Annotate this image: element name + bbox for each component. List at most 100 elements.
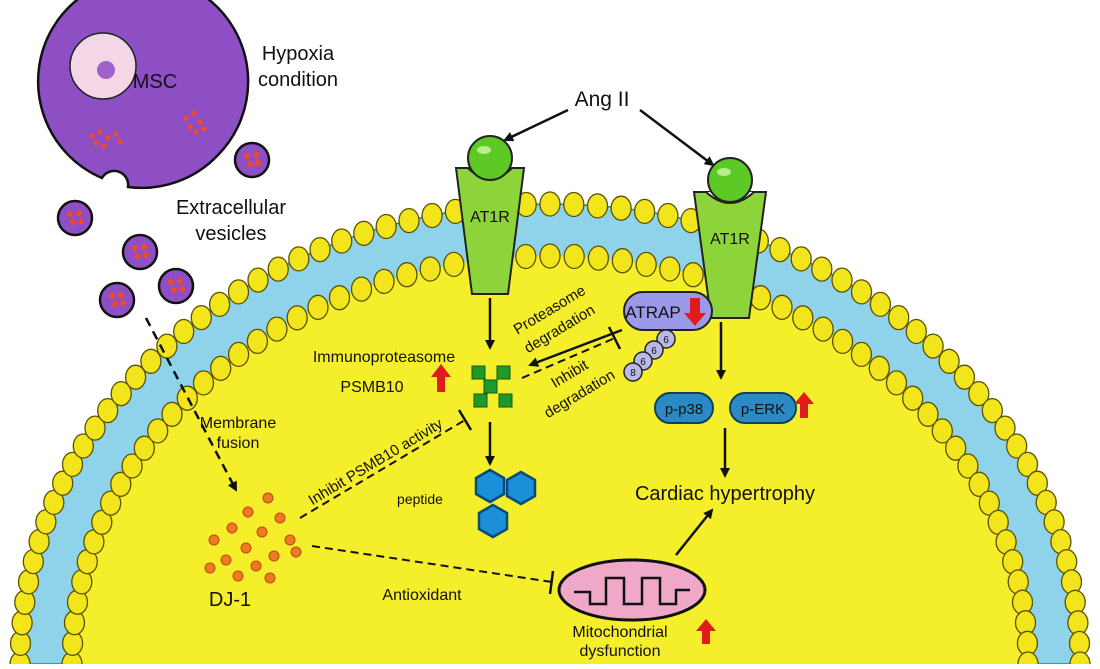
dj1-dots [204,492,302,584]
lipid-head [938,348,960,374]
ang-ii-label: Ang II [575,88,630,111]
lipid-head [227,279,250,305]
erk-box [729,392,797,424]
mito-label-1: Mitochondrial [572,624,667,641]
lipid-head [931,418,953,444]
arrow-atrap-to-proteasome [528,328,623,367]
lipid-head [133,435,155,461]
at1r-receptor-left [454,135,526,295]
lipid-head [682,262,704,288]
membrane-label: Membrane [200,415,277,432]
lipid-head [953,364,976,390]
lipid-head [994,415,1016,441]
lipid-head [52,470,74,496]
lipid-head [328,285,351,311]
lipid-head [657,202,679,229]
at1r-receptor-right [692,157,768,319]
inhibit-bar-psmb10 [457,409,473,431]
lipid-head [396,262,418,288]
lipid-head [790,246,812,272]
ubiquitin-bead-label: 6 [651,346,657,357]
lipid-head [968,380,990,407]
lipid-head [922,333,944,359]
lipid-head [373,268,395,295]
condition-label: condition [258,69,338,91]
lipid-head [307,294,329,320]
immunoproteasome-squares [471,365,513,408]
atrap-label: ATRAP [625,303,680,322]
lipid-head [97,397,119,424]
lipid-head [350,276,373,302]
lipid-head [811,256,833,282]
lipid-head [43,489,65,516]
hypoxia-label: Hypoxia [262,43,335,65]
msc-cell [36,0,250,190]
lipid-heads-inner [61,243,1039,669]
lipid-head [868,355,890,381]
lipid-head [161,401,183,427]
lipid-head [140,348,162,374]
lipid-head [850,341,873,368]
lipid-head [210,355,232,381]
inhibit-line-degradation [521,337,616,379]
lipid-head [902,385,924,411]
lipid-head [885,370,908,396]
lipid-head [331,228,353,254]
lipid-head [981,397,1003,424]
psmb10-up-arrow [431,364,451,392]
psmb10-label: PSMB10 [340,379,403,396]
lipid-head [247,267,269,293]
lipid-head [659,256,681,282]
lipid-head [173,318,195,345]
lipid-head [375,213,397,240]
lipid-head [286,305,308,331]
lipid-head [421,202,443,229]
vesicles-label-2: vesicles [195,223,266,245]
lipid-head [266,316,288,342]
lipid-head [563,191,585,218]
erk-label: p-ERK [741,401,785,418]
cytoplasm [72,256,1028,664]
extracellular-vesicles [56,141,271,319]
lipid-head [888,304,910,331]
lipid-head [792,305,814,331]
lipid-head [1026,470,1048,496]
lipid-head [917,401,939,427]
at1r-left-label: AT1R [470,209,510,226]
lipid-head [611,248,634,274]
lipid-head [124,364,147,390]
lipid-head [1006,433,1028,459]
ubiquitin-bead-label: 6 [663,335,669,346]
vesicles-label-1: Extracellular [176,197,286,219]
lipid-head [110,471,132,497]
inhibit-bar-degradation [607,326,622,350]
ubiquitin-bead [656,329,676,349]
lipid-head [72,433,94,459]
lipid-head [610,195,632,221]
lipid-head [539,191,561,217]
lipid-head [905,318,927,345]
lipid-head [587,245,610,271]
lipid-head [110,380,132,407]
lipid-head [635,251,657,278]
lipid-head [147,418,169,444]
lipid-head [769,236,791,263]
dj1-label: DJ-1 [209,589,251,611]
ubiquitin-bead [623,362,643,382]
lipid-head [978,490,1000,516]
lipid-head [121,453,143,479]
mitochondrion [557,558,707,622]
inhibit-line-antioxidant [311,545,553,583]
arrow-angii-left [503,108,569,142]
lipid-head [771,294,793,320]
at1r-right-label: AT1R [710,231,750,248]
inhibit-line-psmb10 [299,419,466,519]
lipid-head [227,341,250,368]
lipid-head [309,236,331,263]
lipid-head [850,279,873,305]
lipid-head [208,291,231,318]
lipid-head [831,267,853,293]
atrap-down-arrow [684,298,706,326]
